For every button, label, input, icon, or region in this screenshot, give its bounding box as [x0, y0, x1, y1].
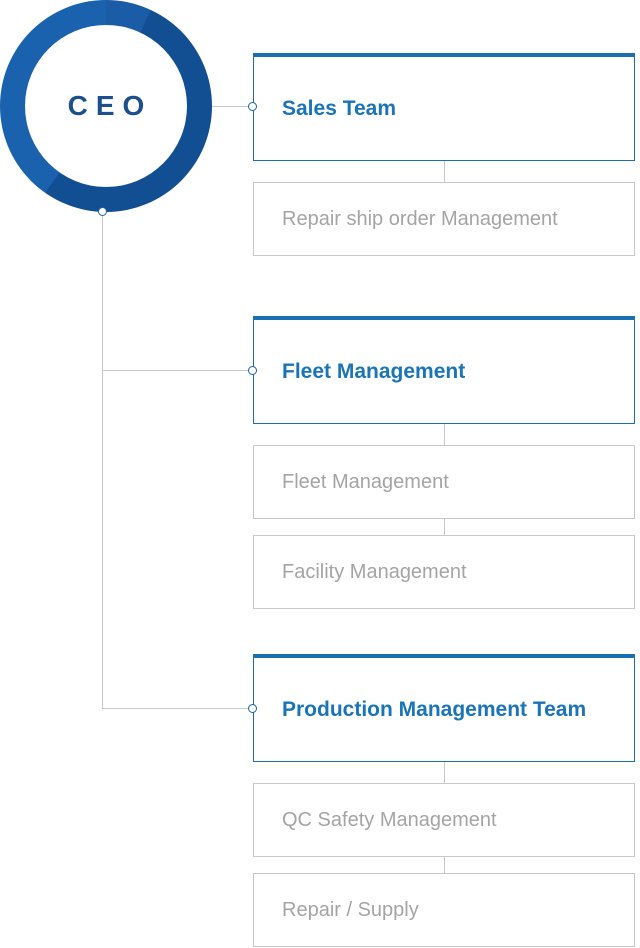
team-label-sales: Sales Team	[282, 96, 397, 120]
connector-trunk	[102, 212, 103, 709]
unit-label: Facility Management	[282, 560, 467, 583]
connector-trunk-production	[102, 708, 253, 709]
team-label-fleet: Fleet Management	[282, 359, 466, 383]
connector-fleet-sub1	[444, 424, 445, 445]
team-box-fleet: Fleet Management	[253, 316, 635, 424]
ceo-label: CEO	[67, 90, 153, 121]
team-box-sales: Sales Team	[253, 53, 635, 161]
connector-fleet-sub2	[444, 519, 445, 535]
unit-box-facility-management: Facility Management	[253, 535, 635, 609]
unit-box-repair-supply: Repair / Supply	[253, 873, 635, 947]
unit-label: Fleet Management	[282, 470, 449, 493]
connector-ceo-sales	[212, 106, 253, 107]
connector-production-sub1	[444, 762, 445, 783]
unit-label: QC Safety Management	[282, 808, 497, 831]
unit-box-fleet-management: Fleet Management	[253, 445, 635, 519]
connector-sales-sub1	[444, 161, 445, 182]
unit-label: Repair / Supply	[282, 898, 419, 921]
connector-dot-fleet	[248, 366, 257, 375]
connector-dot-production	[248, 704, 257, 713]
connector-production-sub2	[444, 857, 445, 873]
ceo-node: CEO	[0, 0, 212, 212]
team-box-production: Production Management Team	[253, 654, 635, 762]
unit-box-qc-safety: QC Safety Management	[253, 783, 635, 857]
team-label-production: Production Management Team	[282, 697, 587, 721]
connector-dot-sales	[248, 102, 257, 111]
ceo-node-inner: CEO	[25, 25, 187, 187]
unit-label: Repair ship order Management	[282, 207, 558, 230]
connector-dot-ceo-bottom	[98, 207, 107, 216]
unit-box-repair-ship-order: Repair ship order Management	[253, 182, 635, 256]
connector-trunk-fleet	[102, 370, 253, 371]
